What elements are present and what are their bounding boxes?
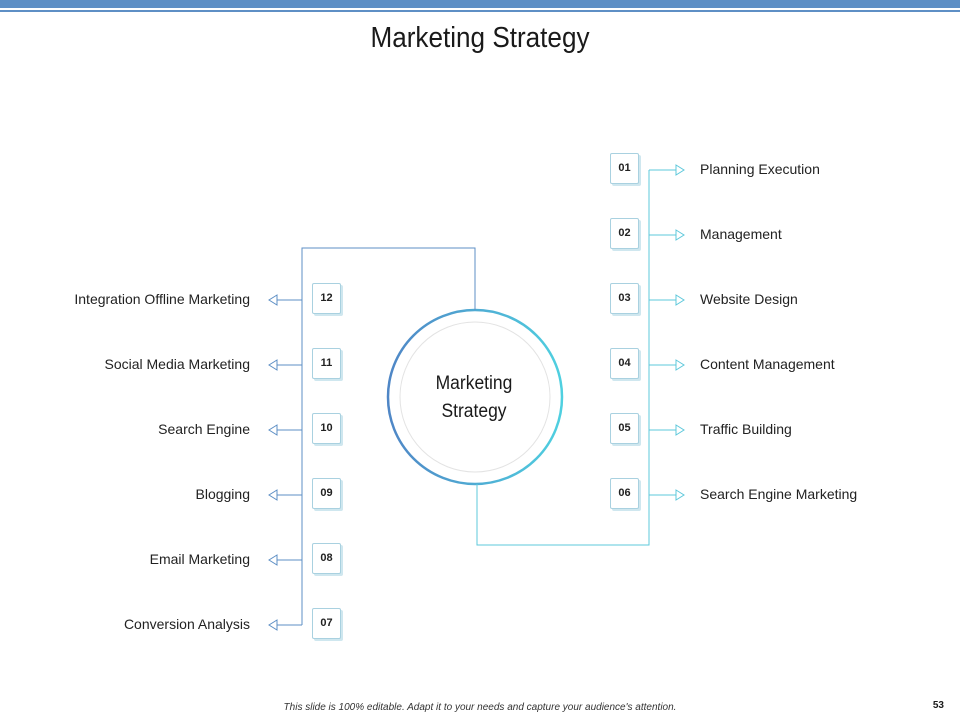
top-accent-line — [0, 10, 960, 12]
item-label-02: Management — [700, 226, 782, 242]
item-label-03: Website Design — [700, 291, 798, 307]
arrow-tip-01 — [675, 164, 685, 176]
footer-note: This slide is 100% editable. Adapt it to… — [283, 702, 677, 713]
item-number-badge-01: 01 — [610, 153, 639, 184]
item-number-badge-04: 04 — [610, 348, 639, 379]
item-number-badge-10: 10 — [312, 413, 341, 444]
item-label-04: Content Management — [700, 356, 835, 372]
item-label-10: Search Engine — [158, 421, 250, 437]
page-number: 53 — [932, 700, 944, 711]
item-label-11: Social Media Marketing — [104, 356, 250, 372]
item-number-badge-05: 05 — [610, 413, 639, 444]
item-label-09: Blogging — [195, 486, 251, 502]
top-accent-bar — [0, 0, 960, 8]
slide-title: Marketing Strategy — [370, 22, 590, 54]
item-number-badge-12: 12 — [312, 283, 341, 314]
item-number-badge-06: 06 — [610, 478, 639, 509]
center-label: Marketing Strategy — [435, 373, 513, 422]
item-number-badge-03: 03 — [610, 283, 639, 314]
arrow-tip-05 — [675, 424, 685, 436]
arrow-tip-07 — [268, 619, 278, 631]
item-label-05: Traffic Building — [700, 421, 792, 437]
arrow-tip-12 — [268, 294, 278, 306]
item-label-12: Integration Offline Marketing — [74, 291, 250, 307]
arrow-tip-10 — [268, 424, 278, 436]
item-number-badge-11: 11 — [312, 348, 341, 379]
arrow-tip-03 — [675, 294, 685, 306]
item-number-badge-09: 09 — [312, 478, 341, 509]
item-label-01: Planning Execution — [700, 161, 820, 177]
arrow-tip-11 — [268, 359, 278, 371]
right-connector-trunk — [476, 170, 650, 546]
arrow-tip-04 — [675, 359, 685, 371]
left-connector-trunk — [301, 247, 476, 625]
arrow-tip-08 — [268, 554, 278, 566]
item-label-06: Search Engine Marketing — [700, 486, 858, 502]
item-number-badge-02: 02 — [610, 218, 639, 249]
item-label-07: Conversion Analysis — [123, 616, 250, 632]
arrow-tip-02 — [675, 229, 685, 241]
arrow-tip-06 — [675, 489, 685, 501]
item-label-08: Email Marketing — [149, 551, 250, 567]
center-inner-ring — [399, 321, 551, 473]
item-number-badge-07: 07 — [312, 608, 341, 639]
arrow-tip-09 — [268, 489, 278, 501]
item-number-badge-08: 08 — [312, 543, 341, 574]
